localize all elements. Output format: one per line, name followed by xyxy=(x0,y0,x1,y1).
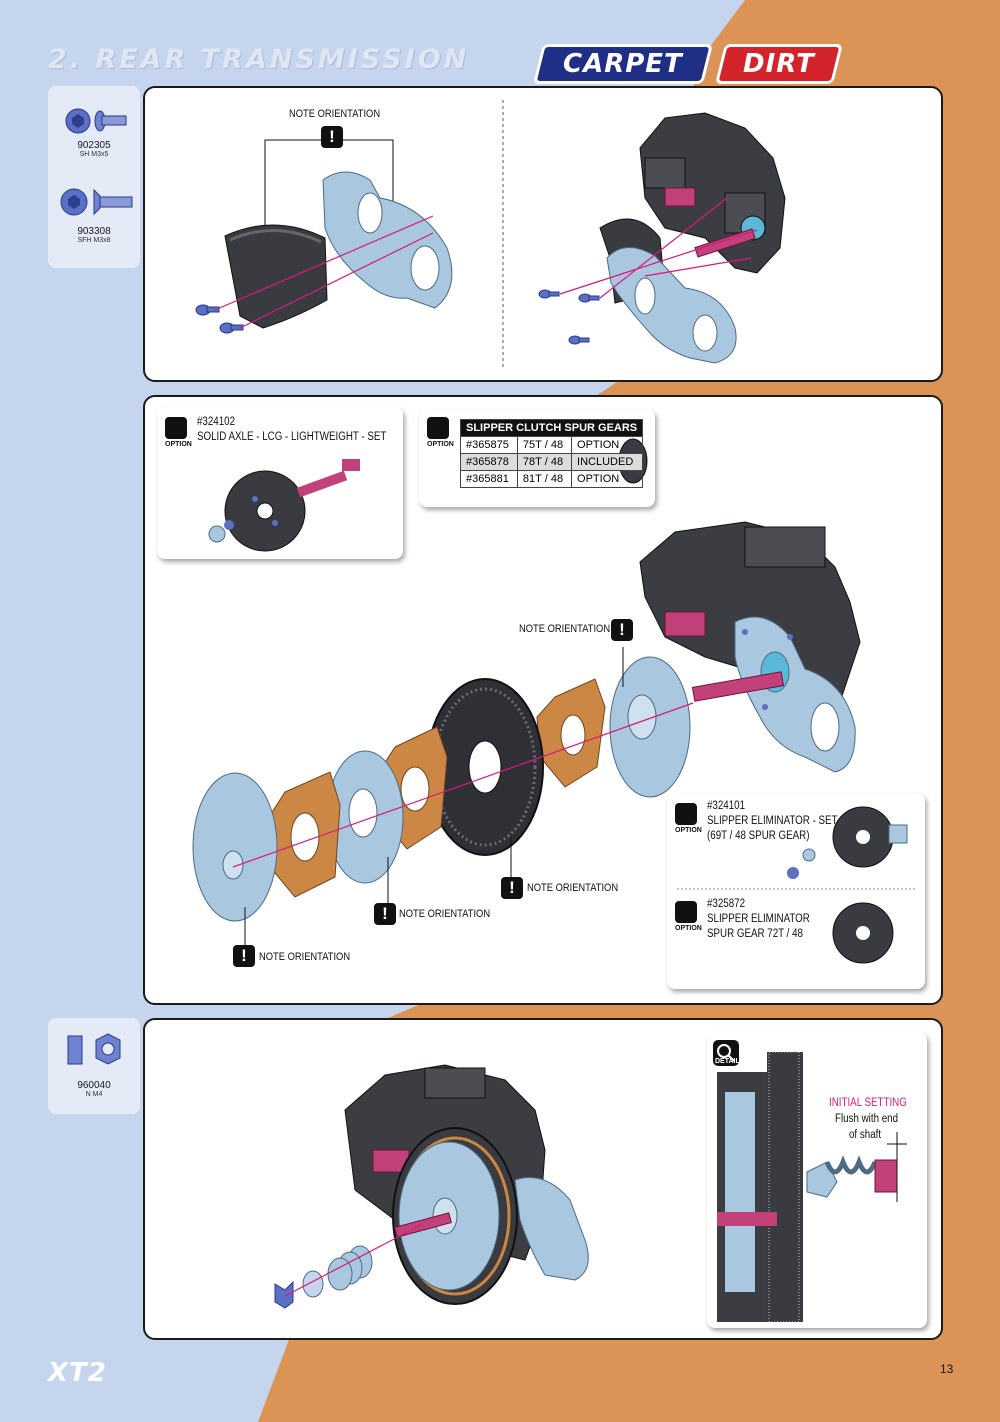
note-orientation-label: NOTE ORIENTATION xyxy=(527,882,619,894)
dirt-tag-label: DIRT xyxy=(743,49,815,79)
option-caption: OPTION xyxy=(165,441,192,448)
gear-status: OPTION xyxy=(571,436,644,454)
carpet-tag-label: CARPET xyxy=(563,49,683,79)
gear-code: #365875 xyxy=(460,436,518,454)
step2-illustration xyxy=(192,521,861,957)
gear-code: #365878 xyxy=(460,453,518,471)
dirt-tag: DIRT xyxy=(715,44,843,84)
gear-code: #365881 xyxy=(460,470,518,488)
detail-card: DETAIL INITIAL SETTING Flush with end of… xyxy=(707,1032,927,1328)
part-number: 960040 xyxy=(77,1080,111,1091)
warning-icon: ! xyxy=(501,877,523,899)
slipper-eliminator-option-card: OPTION #324101 SLIPPER ELIMINATOR - SET … xyxy=(667,793,925,989)
eliminator-set-line1: SLIPPER ELIMINATOR - SET xyxy=(707,815,838,827)
step1-illustration xyxy=(195,100,786,368)
thumbs-up-icon xyxy=(165,417,187,439)
flat-head-screw-icon xyxy=(60,188,133,216)
gear-status: OPTION xyxy=(571,470,644,488)
eliminator-set-code: #324101 xyxy=(707,800,746,812)
thumbs-up-icon xyxy=(675,901,697,923)
option-caption: OPTION xyxy=(675,827,702,834)
warning-icon: ! xyxy=(233,945,255,967)
flush-note-line2: of shaft xyxy=(849,1129,882,1141)
button-head-screw-icon xyxy=(65,108,127,134)
note-orientation-label: NOTE ORIENTATION xyxy=(399,908,491,920)
solid-axle-option-card: OPTION #324102 SOLID AXLE - LCG - LIGHTW… xyxy=(157,407,403,559)
eliminator-set-line2: (69T / 48 SPUR GEAR) xyxy=(707,830,810,842)
step1-panel: NOTE ORIENTATION ! xyxy=(143,86,943,382)
part-spec: SFH M3x8 xyxy=(77,237,111,244)
option-caption: OPTION xyxy=(427,441,454,448)
gear-teeth: 75T / 48 xyxy=(516,436,573,454)
detail-caption: DETAIL xyxy=(715,1058,740,1065)
eliminator-gear-code: #325872 xyxy=(707,898,746,910)
spur-gears-table-header: SLIPPER CLUTCH SPUR GEARS xyxy=(459,419,644,437)
xt2-logo: XT2 xyxy=(48,1358,107,1388)
thumbs-up-icon xyxy=(675,803,697,825)
warning-icon: ! xyxy=(611,619,633,641)
solid-axle-code: #324102 xyxy=(197,416,236,428)
part-number: 903308 xyxy=(77,226,111,237)
eliminator-set-illustration xyxy=(677,806,917,964)
carpet-tag: CARPET xyxy=(533,44,713,84)
lock-nut-icon xyxy=(67,1033,121,1065)
warning-icon: ! xyxy=(321,126,343,148)
detail-illustration xyxy=(717,1051,907,1323)
part-spec: N M4 xyxy=(85,1091,103,1098)
gear-teeth: 78T / 48 xyxy=(516,453,573,471)
flush-note-line1: Flush with end xyxy=(835,1113,899,1125)
solid-axle-illustration xyxy=(208,459,360,552)
note-orientation-label: NOTE ORIENTATION xyxy=(289,108,381,120)
note-orientation-label: NOTE ORIENTATION xyxy=(519,623,611,635)
part-number: 902305 xyxy=(77,140,111,151)
gear-status: INCLUDED xyxy=(571,453,644,471)
eliminator-gear-line1: SLIPPER ELIMINATOR xyxy=(707,913,810,925)
option-caption: OPTION xyxy=(675,925,702,932)
part-spec: SH M3x5 xyxy=(79,151,109,158)
section-title: 2. REAR TRANSMISSION xyxy=(48,44,470,75)
initial-setting-label: INITIAL SETTING xyxy=(829,1097,907,1109)
solid-axle-name: SOLID AXLE - LCG - LIGHTWEIGHT - SET xyxy=(197,431,387,443)
step3-illustration xyxy=(274,1064,589,1309)
thumbs-up-icon xyxy=(427,417,449,439)
page-number: 13 xyxy=(940,1362,954,1376)
eliminator-gear-line2: SPUR GEAR 72T / 48 xyxy=(707,928,803,940)
step2-panel: OPTION #324102 SOLID AXLE - LCG - LIGHTW… xyxy=(143,395,943,1005)
magnifier-detail-icon xyxy=(713,1040,739,1066)
warning-icon: ! xyxy=(374,903,396,925)
gear-teeth: 81T / 48 xyxy=(516,470,573,488)
note-orientation-label: NOTE ORIENTATION xyxy=(259,951,351,963)
step3-panel: DETAIL INITIAL SETTING Flush with end of… xyxy=(143,1018,943,1340)
